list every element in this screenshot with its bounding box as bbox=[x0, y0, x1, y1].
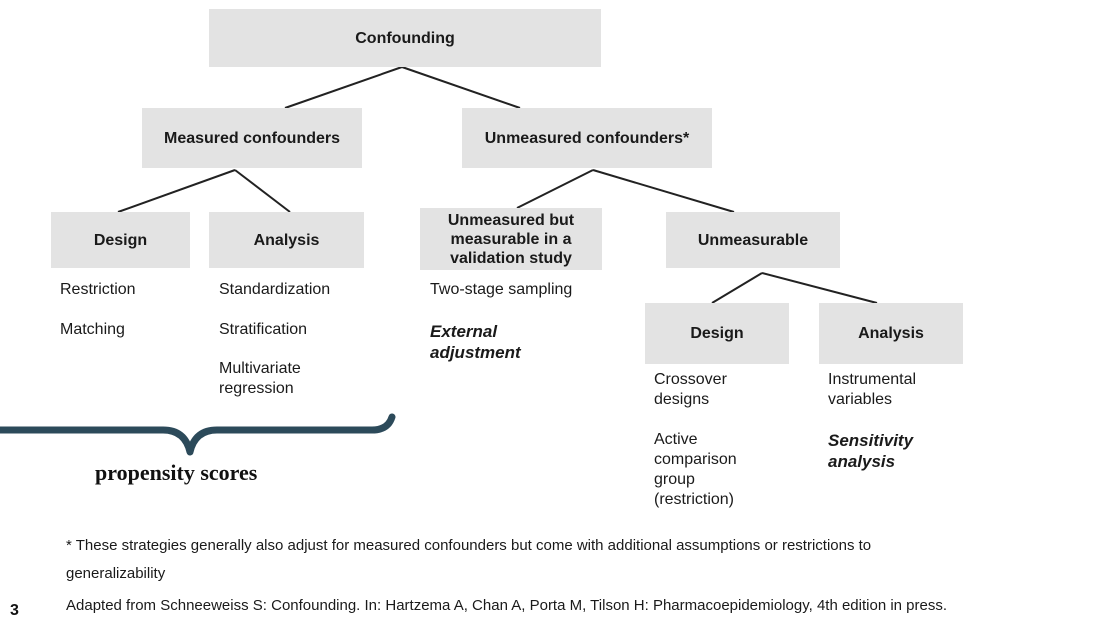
edge-measured-design bbox=[117, 169, 236, 213]
node-unmeasurable-analysis: Analysis bbox=[819, 303, 963, 364]
source-citation: Adapted from Schneeweiss S: Confounding.… bbox=[66, 597, 948, 614]
item-matching: Matching bbox=[60, 321, 125, 338]
item-instrumental-variables: Instrumental variables bbox=[828, 371, 917, 408]
edge-unmeasured-validation bbox=[516, 169, 594, 209]
node-unmeasurable-label: Unmeasurable bbox=[697, 231, 809, 249]
item-restriction: Restriction bbox=[60, 281, 136, 298]
curly-brace bbox=[0, 413, 396, 456]
node-confounding-label: Confounding bbox=[355, 29, 455, 47]
item-stratification: Stratification bbox=[219, 321, 308, 338]
node-unmeasured-confounders: Unmeasured confounders* bbox=[462, 108, 712, 168]
node-measured-analysis: Analysis bbox=[209, 212, 364, 268]
node-measured-design-label: Design bbox=[93, 231, 148, 249]
footnote-line-2: generalizability bbox=[66, 565, 166, 582]
node-measured-confounders: Measured confounders bbox=[142, 108, 362, 168]
item-active-comparison: Active comparison group (restriction) bbox=[654, 431, 737, 508]
node-unmeasured-confounders-label: Unmeasured confounders* bbox=[484, 129, 690, 147]
edge-unmeasured-unmeasurable bbox=[592, 169, 735, 213]
node-unmeasurable: Unmeasurable bbox=[666, 212, 840, 268]
item-multivariate-regression: Multivariate regression bbox=[219, 360, 301, 397]
item-two-stage-sampling: Two-stage sampling bbox=[430, 281, 573, 298]
edge-root-measured bbox=[284, 66, 403, 109]
node-confounding: Confounding bbox=[209, 9, 601, 67]
node-measured-confounders-label: Measured confounders bbox=[163, 129, 341, 147]
item-sensitivity-analysis: Sensitivity analysis bbox=[828, 431, 914, 471]
page-number: 3 bbox=[10, 602, 19, 619]
edge-unmeasurable-analysis bbox=[761, 272, 878, 304]
item-crossover-designs: Crossover designs bbox=[654, 371, 727, 408]
footnote-line-1: * These strategies generally also adjust… bbox=[66, 537, 872, 554]
node-measured-design: Design bbox=[51, 212, 190, 268]
node-measured-analysis-label: Analysis bbox=[253, 231, 320, 249]
node-validation-study-label: Unmeasured but measurable in a validatio… bbox=[447, 211, 575, 267]
item-external-adjustment: External adjustment bbox=[430, 322, 521, 362]
node-validation-study: Unmeasured but measurable in a validatio… bbox=[420, 208, 602, 270]
propensity-scores-label: propensity scores bbox=[95, 460, 258, 485]
node-unmeasurable-analysis-label: Analysis bbox=[858, 325, 924, 342]
node-unmeasurable-design: Design bbox=[645, 303, 789, 364]
node-unmeasurable-design-label: Design bbox=[690, 325, 744, 342]
edge-unmeasurable-design bbox=[711, 272, 763, 304]
item-standardization: Standardization bbox=[219, 281, 331, 298]
edge-measured-analysis bbox=[234, 169, 291, 213]
edge-root-unmeasured bbox=[401, 66, 521, 109]
